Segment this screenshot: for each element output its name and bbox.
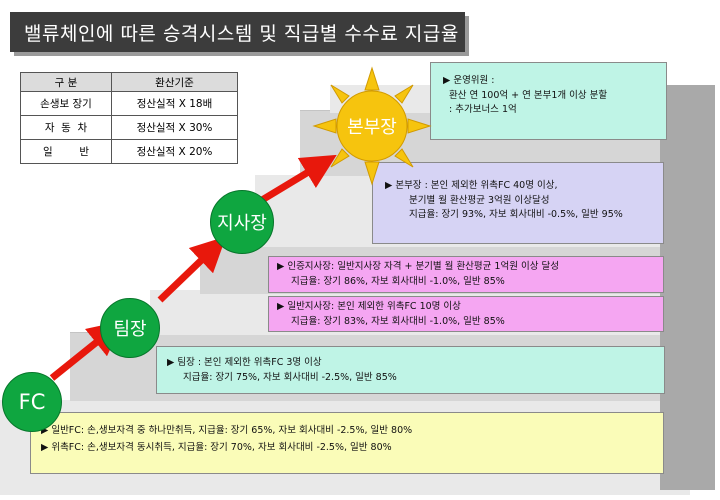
- arrow-right-icon: [260, 154, 337, 203]
- table-cell: 정산실적 X 20%: [111, 139, 238, 164]
- page-title-text: 밸류체인에 따른 승격시스템 및 직급별 수수료 지급율: [24, 22, 459, 45]
- box-line: ▶ 운영위원 :: [443, 75, 495, 86]
- table-header-category: 구 분: [20, 72, 112, 92]
- rank-circle-fc: FC: [2, 372, 62, 432]
- box-line: 지급율: 장기 93%, 자보 회사대비 -0.5%, 일반 95%: [409, 209, 623, 221]
- arrow-right-icon: [49, 320, 124, 381]
- box-line: ▶ 팀장 : 본인 제외한 위촉FC 3명 이상: [167, 357, 322, 368]
- box-line: ▶ 인증지사장: 일반지사장 자격 + 분기별 월 환산평균 1억원 이상 달성: [277, 261, 559, 272]
- box-line: 환산 연 100억 + 연 본부1개 이상 분할: [449, 89, 608, 101]
- table-cell: 정산실적 X 18배: [111, 91, 238, 116]
- rank-label-team: 팀장: [113, 319, 147, 340]
- stair-side: [660, 85, 715, 490]
- sun-icon: [312, 66, 432, 186]
- box-line: ▶ 본부장 : 본인 제외한 위촉FC 40명 이상,: [385, 180, 558, 191]
- hq-head-box: ▶ 본부장 : 본인 제외한 위촉FC 40명 이상, 분기별 월 환산평균 3…: [372, 162, 664, 244]
- box-line: 지급율: 장기 75%, 자보 회사대비 -2.5%, 일반 85%: [183, 371, 397, 383]
- team-lead-box: ▶ 팀장 : 본인 제외한 위촉FC 3명 이상 지급율: 장기 75%, 자보…: [156, 346, 665, 394]
- rank-label-hq: 본부장: [347, 117, 397, 138]
- operator-box: ▶ 운영위원 : 환산 연 100억 + 연 본부1개 이상 분할 : 추가보너…: [430, 62, 667, 140]
- rank-label-fc: FC: [18, 390, 46, 414]
- box-line: 분기별 월 환산평균 3억원 이상달성: [409, 194, 550, 206]
- table-cell: 정산실적 X 30%: [111, 115, 238, 140]
- box-line: ▶ 일반지사장: 본인 제외한 위촉FC 10명 이상: [277, 301, 461, 312]
- box-line: ▶ 일반FC: 손,생보자격 중 하나만취득, 지급율: 장기 65%, 자보 …: [41, 425, 413, 436]
- box-line: 지급율: 장기 86%, 자보 회사대비 -1.0%, 일반 85%: [291, 275, 505, 287]
- rank-circle-team: 팀장: [100, 298, 160, 358]
- table-row: 일 반 정산실적 X 20%: [20, 139, 238, 164]
- arrow-right-icon: [157, 236, 227, 303]
- conversion-table: 구 분 환산기준 손생보 장기 정산실적 X 18배 자 동 차 정산실적 X …: [20, 72, 238, 164]
- certified-branch-box: ▶ 인증지사장: 일반지사장 자격 + 분기별 월 환산평균 1억원 이상 달성…: [268, 256, 664, 293]
- rank-label-branch: 지사장: [217, 213, 267, 234]
- box-line: : 추가보너스 1억: [449, 104, 517, 116]
- fc-box: ▶ 일반FC: 손,생보자격 중 하나만취득, 지급율: 장기 65%, 자보 …: [30, 412, 664, 474]
- box-line: ▶ 위촉FC: 손,생보자격 동시취득, 지급율: 장기 70%, 자보 회사대…: [41, 441, 392, 453]
- table-row: 손생보 장기 정산실적 X 18배: [20, 91, 238, 116]
- rank-sun-hq: 본부장: [312, 66, 432, 186]
- table-cell: 일 반: [20, 139, 112, 164]
- general-branch-box: ▶ 일반지사장: 본인 제외한 위촉FC 10명 이상 지급율: 장기 83%,…: [268, 296, 664, 332]
- box-line: 지급율: 장기 83%, 자보 회사대비 -1.0%, 일반 85%: [291, 315, 505, 327]
- rank-circle-branch: 지사장: [210, 190, 274, 254]
- page-title: 밸류체인에 따른 승격시스템 및 직급별 수수료 지급율: [10, 12, 465, 52]
